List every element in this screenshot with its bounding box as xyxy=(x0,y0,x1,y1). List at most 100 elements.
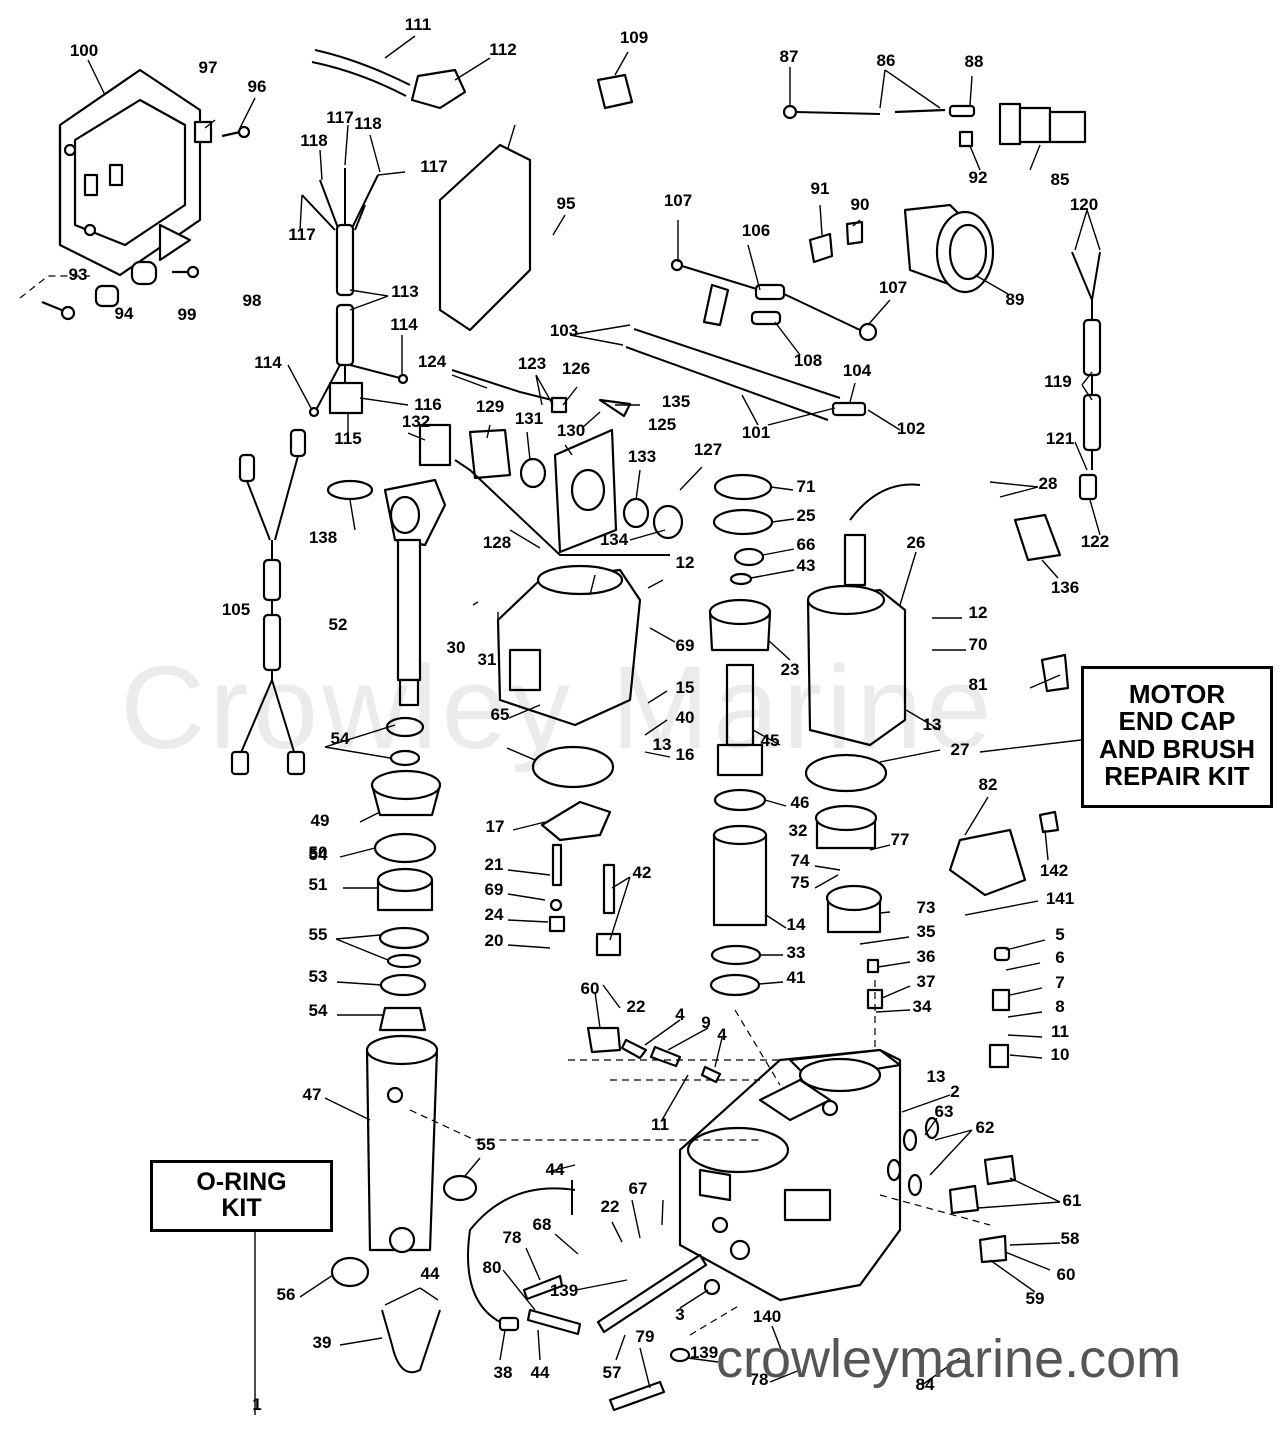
callout-number: 10 xyxy=(1051,1045,1070,1064)
callout-number: 117 xyxy=(326,108,353,127)
callout-number: 139 xyxy=(690,1343,718,1362)
bolts-and-hose xyxy=(522,1253,721,1412)
o-ring xyxy=(804,753,888,793)
callout-number: 13 xyxy=(923,715,942,734)
callout-number: 57 xyxy=(603,1363,622,1382)
callout-number: 108 xyxy=(794,351,822,370)
callout-number: 138 xyxy=(309,528,337,547)
callout-number: 118 xyxy=(300,131,327,150)
callout-number: 54 xyxy=(331,729,350,748)
callout-number: 12 xyxy=(676,553,695,572)
callout-number: 69 xyxy=(485,880,504,899)
battery-cables xyxy=(230,428,307,776)
callout-number: 127 xyxy=(694,440,722,459)
callout-number: 113 xyxy=(391,282,418,301)
callout-number: 121 xyxy=(1046,429,1074,448)
callout-number: 88 xyxy=(965,52,984,71)
callout-number: 9 xyxy=(701,1013,710,1032)
callout-number: 93 xyxy=(69,265,88,284)
callout-number: 85 xyxy=(1051,170,1070,189)
fittings-right xyxy=(886,1116,1017,1264)
kit-line: O-RING xyxy=(196,1168,287,1196)
callout-number: 53 xyxy=(309,967,328,986)
callout-number: 22 xyxy=(627,997,646,1016)
callout-number: 47 xyxy=(303,1085,322,1104)
callout-number: 126 xyxy=(562,359,590,378)
callout-number: 105 xyxy=(222,600,250,619)
callout-number: 44 xyxy=(421,1264,440,1283)
callout-number: 116 xyxy=(414,395,441,414)
callout-number: 5 xyxy=(1055,925,1064,944)
callout-number: 96 xyxy=(248,77,267,96)
kit-line: REPAIR KIT xyxy=(1104,760,1250,791)
callout-number: 17 xyxy=(486,817,505,836)
callout-number: 90 xyxy=(851,195,870,214)
callout-number: 78 xyxy=(750,1370,769,1389)
callout-number: 8 xyxy=(1055,997,1064,1016)
callout-number: 102 xyxy=(897,419,925,438)
callout-number: 12 xyxy=(969,603,988,622)
callout-number: 134 xyxy=(600,530,629,549)
kit-line: MOTOR xyxy=(1128,679,1226,709)
callout-number: 78 xyxy=(503,1228,522,1247)
callout-number: 79 xyxy=(636,1327,655,1346)
callout-number: 41 xyxy=(787,968,806,987)
callout-number: 25 xyxy=(797,506,816,525)
callout-number: 101 xyxy=(742,423,770,442)
callout-number: 49 xyxy=(311,811,330,830)
cover-plate xyxy=(438,143,532,332)
callout-number: 40 xyxy=(676,708,695,727)
hydraulic-tubes xyxy=(381,1180,576,1374)
callout-number: 59 xyxy=(1026,1289,1045,1308)
callout-number: 98 xyxy=(243,291,262,310)
battery-leads xyxy=(451,328,867,421)
callout-number: 13 xyxy=(927,1067,946,1086)
clip-and-screws xyxy=(41,120,251,321)
sender-leads xyxy=(782,102,1087,148)
callout-number: 66 xyxy=(797,535,816,554)
callout-number: 109 xyxy=(620,28,648,47)
callout-number: 36 xyxy=(917,947,936,966)
callout-number: 54 xyxy=(309,845,328,864)
callout-number: 68 xyxy=(533,1215,552,1234)
callout-number: 28 xyxy=(1039,474,1058,493)
callout-number: 95 xyxy=(557,194,576,213)
callout-number: 119 xyxy=(1044,372,1071,391)
callout-number: 86 xyxy=(877,51,896,70)
callout-number: 62 xyxy=(976,1118,995,1137)
callout-number: 70 xyxy=(969,635,988,654)
cap xyxy=(442,1174,478,1202)
callout-number: 20 xyxy=(485,931,504,950)
callout-number: 65 xyxy=(491,705,510,724)
callout-number: 39 xyxy=(313,1333,332,1352)
callout-number: 42 xyxy=(633,863,652,882)
callout-number: 115 xyxy=(334,429,361,448)
callout-number: 131 xyxy=(515,409,543,428)
callout-number: 73 xyxy=(917,898,936,917)
callout-number: 80 xyxy=(483,1258,502,1277)
callout-number: 34 xyxy=(913,997,932,1016)
callout-number: 107 xyxy=(879,278,907,297)
callout-number: 135 xyxy=(662,392,690,411)
callout-number: 4 xyxy=(717,1025,727,1044)
callout-number: 114 xyxy=(390,315,418,334)
callout-number: 27 xyxy=(951,740,970,759)
solenoid-parts xyxy=(418,423,684,556)
trim-cable-connector xyxy=(311,49,467,110)
callout-number: 54 xyxy=(309,1001,328,1020)
callout-number: 84 xyxy=(916,1375,935,1394)
callout-number: 125 xyxy=(648,415,676,434)
callout-number: 63 xyxy=(935,1102,954,1121)
callout-number: 92 xyxy=(969,168,988,187)
callout-number: 87 xyxy=(780,47,799,66)
callout-number: 60 xyxy=(581,979,600,998)
callout-number: 1 xyxy=(252,1395,261,1414)
callout-number: 117 xyxy=(288,225,315,244)
sensor-parts xyxy=(866,653,1070,1069)
kit-line: AND BRUSH xyxy=(1099,733,1255,764)
callout-number: 136 xyxy=(1051,578,1079,597)
callout-number: 44 xyxy=(546,1160,565,1179)
control-box-bracket xyxy=(58,68,202,277)
callout-number: 11 xyxy=(651,1115,669,1134)
callout-number: 6 xyxy=(1055,948,1064,967)
